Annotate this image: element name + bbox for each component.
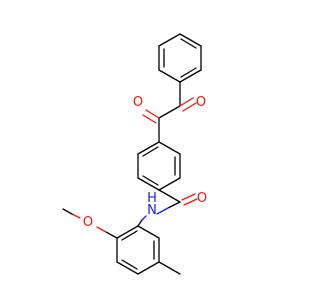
methoxy-group <box>62 208 118 239</box>
oxygen-ketone-right-label: O <box>196 95 206 110</box>
phenyl-ring-bottom <box>116 225 160 275</box>
oxygen-ketone-left-label: O <box>133 95 143 110</box>
amide-group <box>137 189 198 227</box>
methyl-group <box>158 261 181 275</box>
oxygen-amide-label: O <box>197 191 207 206</box>
diketone-bridge <box>142 81 197 143</box>
oxygen-methoxy-label: O <box>83 215 93 230</box>
phenyl-ring-middle <box>137 141 181 191</box>
nitrogen-amide-label: N <box>147 203 157 218</box>
molecule-structure: O O O N H O <box>62 33 207 275</box>
hydrogen-amide-label: H <box>147 191 157 206</box>
phenyl-ring-top <box>158 33 202 83</box>
